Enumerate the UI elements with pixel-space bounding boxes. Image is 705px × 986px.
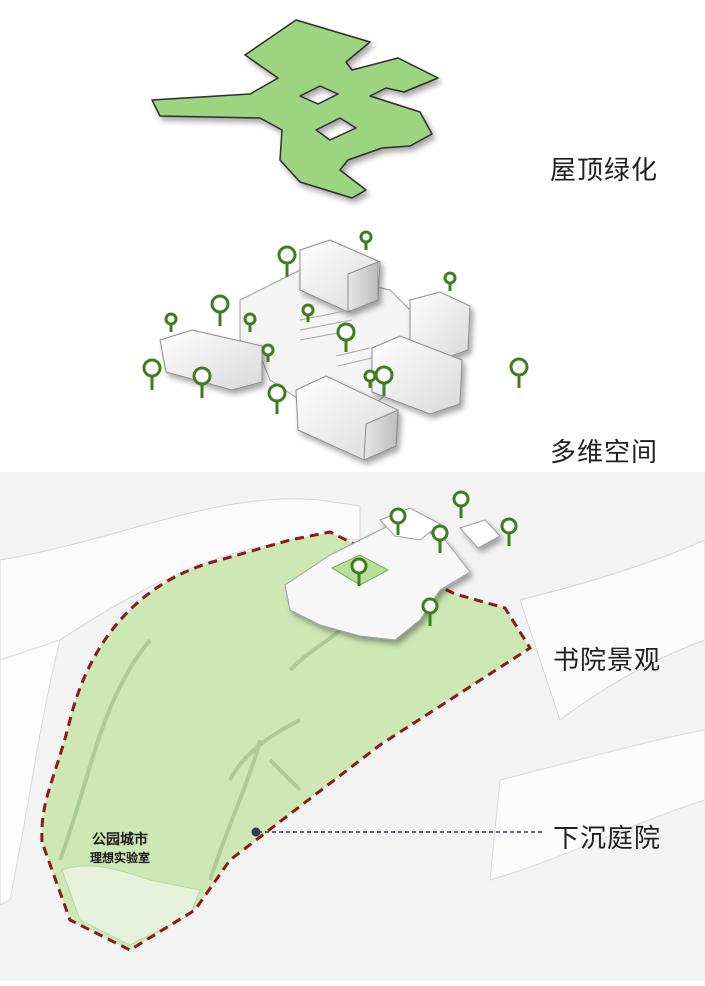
- site-logo: 公园城市 理想实验室: [70, 830, 170, 868]
- roof-green-shape: [152, 20, 438, 198]
- leader-dot: [252, 828, 261, 837]
- multi-dimensional-space-layer: [144, 232, 527, 460]
- tree-icon: [445, 273, 455, 291]
- roof-greening-layer: [152, 20, 438, 198]
- tree-icon: [194, 368, 210, 398]
- tree-icon: [144, 360, 160, 390]
- tree-icon: [361, 232, 371, 250]
- label-roof-greening: 屋顶绿化: [550, 150, 658, 187]
- label-multi-dimensional-space: 多维空间: [550, 432, 658, 469]
- tree-icon: [511, 359, 527, 388]
- tree-icon: [269, 385, 285, 414]
- label-sunken-courtyard: 下沉庭院: [553, 818, 661, 855]
- site-logo-line2: 理想实验室: [70, 850, 170, 867]
- tree-icon: [212, 296, 228, 326]
- label-academy-landscape: 书院景观: [553, 640, 661, 677]
- site-plan-layer: [0, 472, 705, 981]
- tree-icon: [279, 247, 295, 277]
- tree-icon: [166, 314, 176, 332]
- site-logo-line1: 公园城市: [70, 830, 170, 850]
